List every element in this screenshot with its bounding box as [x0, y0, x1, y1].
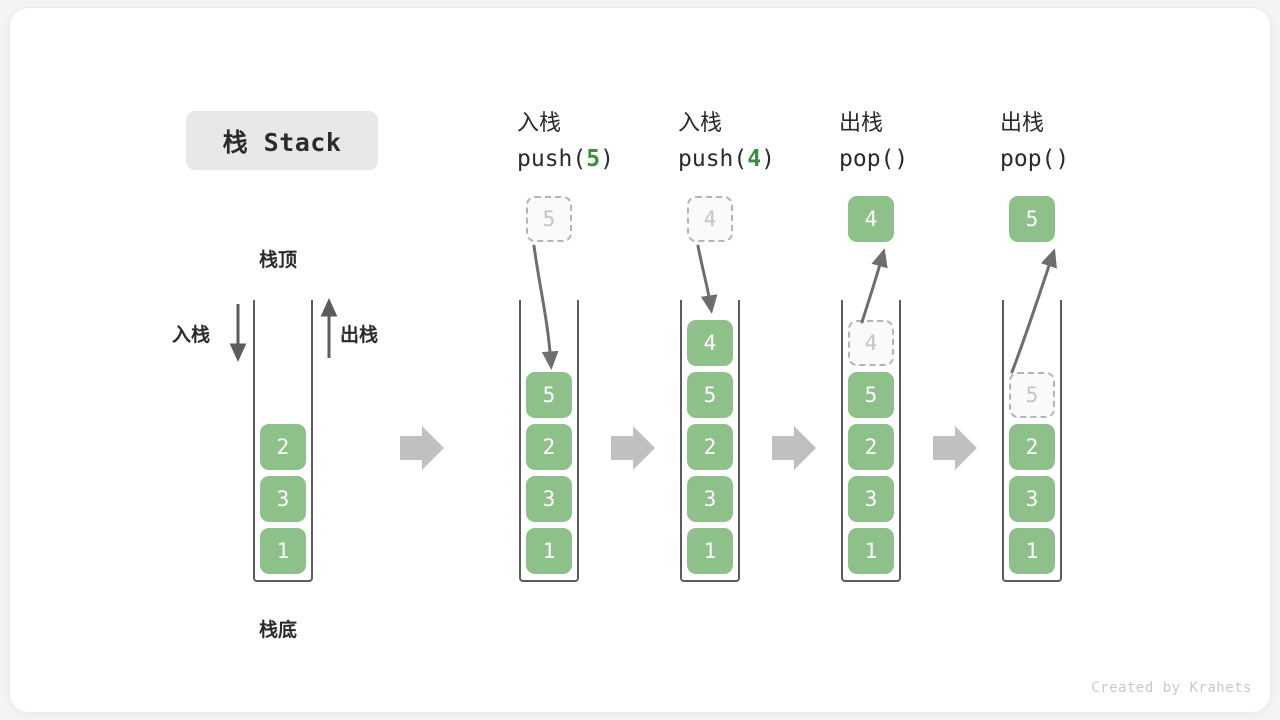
- step-4-stack-cell: 2: [1009, 424, 1055, 470]
- step-2-floating-cell: 4: [687, 196, 733, 242]
- step-2-stack-cell: 3: [687, 476, 733, 522]
- step-3-stack-container: [841, 300, 901, 582]
- step-4-stack-cell: 3: [1009, 476, 1055, 522]
- step-3-operation-label: 出栈 pop(): [839, 105, 908, 177]
- step-1-stack-cell: 1: [526, 528, 572, 574]
- page-title: 栈 Stack: [186, 111, 378, 170]
- step-3-stack-cell: 1: [848, 528, 894, 574]
- step-4-stack-container: [1002, 300, 1062, 582]
- step-2-operation-arg: 4: [747, 146, 762, 172]
- step-3-floating-cell: 4: [848, 196, 894, 242]
- step-2-operation-label: 入栈 push(4): [678, 105, 775, 177]
- step-1-stack-container: [519, 300, 579, 582]
- step-2-operation-code: push(4): [678, 146, 775, 172]
- base-stack-cell: 2: [260, 424, 306, 470]
- step-2-stack-container: [680, 300, 740, 582]
- step-3-stack-cell: 5: [848, 372, 894, 418]
- step-2-stack-cell: 1: [687, 528, 733, 574]
- step-4-operation-label: 出栈 pop(): [1000, 105, 1069, 177]
- step-3-stack-cell: 4: [848, 320, 894, 366]
- step-4-operation-code: pop(): [1000, 146, 1070, 172]
- step-4-operation-cn: 出栈: [1000, 110, 1045, 135]
- step-4-floating-cell: 5: [1009, 196, 1055, 242]
- step-1-stack-cell: 2: [526, 424, 572, 470]
- step-2-operation-cn: 入栈: [678, 110, 723, 135]
- step-2-stack-cell: 5: [687, 372, 733, 418]
- step-1-operation-arg: 5: [586, 146, 601, 172]
- step-3-stack-cell: 2: [848, 424, 894, 470]
- step-3-operation-code: pop(): [839, 146, 909, 172]
- step-2-stack-cell: 4: [687, 320, 733, 366]
- base-push-label: 入栈: [172, 325, 211, 346]
- credit-text: Created by Krahets: [1091, 680, 1252, 696]
- step-1-operation-label: 入栈 push(5): [517, 105, 614, 177]
- step-4-stack-cell: 5: [1009, 372, 1055, 418]
- step-1-operation-cn: 入栈: [517, 110, 562, 135]
- stack-top-label: 栈顶: [259, 250, 298, 271]
- step-1-floating-cell: 5: [526, 196, 572, 242]
- stack-bottom-label: 栈底: [259, 620, 298, 641]
- base-pop-label: 出栈: [340, 325, 379, 346]
- step-4-stack-cell: 1: [1009, 528, 1055, 574]
- step-1-stack-cell: 3: [526, 476, 572, 522]
- step-1-stack-cell: 5: [526, 372, 572, 418]
- step-3-operation-cn: 出栈: [839, 110, 884, 135]
- step-1-operation-code: push(5): [517, 146, 614, 172]
- base-stack-cell: 3: [260, 476, 306, 522]
- step-2-stack-cell: 2: [687, 424, 733, 470]
- base-stack-cell: 1: [260, 528, 306, 574]
- step-3-stack-cell: 3: [848, 476, 894, 522]
- base-stack-container: [253, 300, 313, 582]
